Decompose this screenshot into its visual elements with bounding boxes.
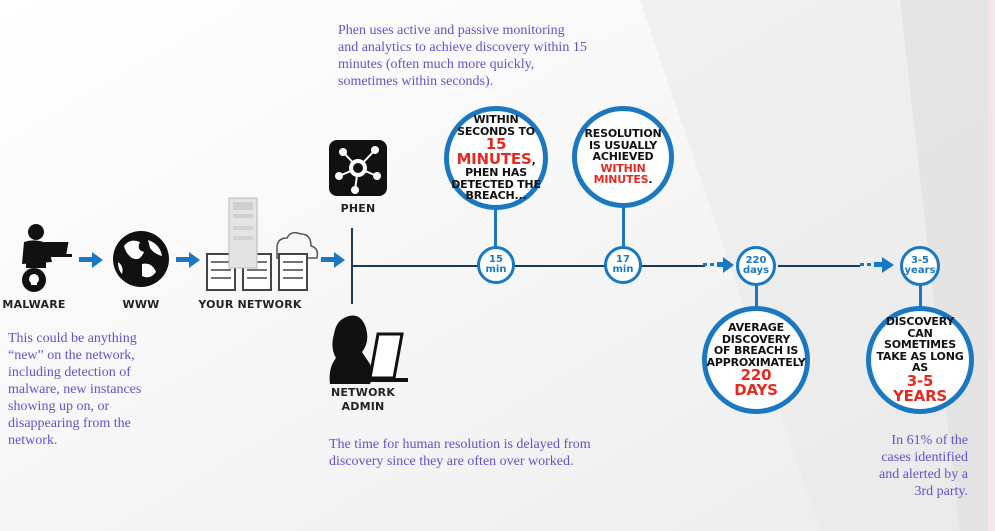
longest-line-1: DISCOVERY (885, 315, 955, 329)
resolution-dot: . (648, 173, 653, 187)
third-party-note: In 61% of the cases identified and alert… (878, 433, 968, 499)
www-label: WWW (122, 298, 160, 311)
timeline-line (778, 265, 860, 267)
average-discovery-circle: AVERAGE DISCOVERY OF BREACH IS APPROXIMA… (702, 306, 810, 414)
malware-label: MALWARE (2, 298, 66, 311)
arrow-right-icon (860, 257, 894, 273)
detection-comma: , (531, 154, 536, 168)
longest-line-3: TAKE AS LONG AS (876, 349, 964, 375)
marker-15-num: 15 (489, 254, 503, 265)
longest-line-2: CAN SOMETIMES (884, 326, 956, 352)
network-admin-label-1: NETWORK (330, 386, 396, 399)
network-admin-icon (329, 315, 408, 384)
resolution-line-1: RESOLUTION (584, 127, 662, 141)
detection-line-1: WITHIN (473, 113, 519, 127)
average-highlight-1: 220 (740, 366, 772, 384)
detection-line-5: BREACH... (465, 189, 527, 203)
connector (622, 198, 625, 248)
average-line-4: APPROXIMATELY (706, 355, 806, 369)
network-admin-label-2: ADMIN (341, 400, 385, 413)
server-network-icon (206, 197, 319, 291)
your-network-label: YOUR NETWORK (198, 298, 302, 311)
left-note: This could be anything “new” on the netw… (8, 331, 142, 448)
arrow-right-icon (703, 257, 734, 273)
detection-line-4: DETECTED THE (451, 177, 541, 191)
marker-3-5-years: 3-5 years (900, 246, 940, 286)
resolution-line-2: IS USUALLY (588, 138, 658, 152)
marker-17-unit: min (612, 264, 634, 275)
marker-15-unit: min (485, 264, 507, 275)
longest-highlight-1: 3-5 (906, 371, 934, 390)
longest-highlight-2: YEARS (892, 386, 948, 405)
connector (494, 206, 497, 248)
hacker-laptop-icon (22, 224, 72, 292)
average-line-2: DISCOVERY (721, 332, 791, 346)
detection-circle: WITHIN SECONDS TO 15 MINUTES, PHEN HAS D… (444, 106, 548, 210)
longest-discovery-circle: DISCOVERY CAN SOMETIMES TAKE AS LONG AS … (866, 306, 974, 414)
average-highlight-2: DAYS (734, 381, 778, 399)
connector (919, 282, 922, 312)
marker-220-unit: days (742, 265, 770, 276)
detection-line-3: PHEN HAS (465, 166, 527, 180)
marker-35-num: 3-5 (910, 255, 930, 266)
intro-text: Phen uses active and passive monitoring … (338, 23, 587, 89)
connector (755, 282, 758, 312)
marker-35-unit: years (904, 265, 936, 276)
average-line-1: AVERAGE (728, 321, 784, 334)
resolution-highlight-2: MINUTES (593, 173, 649, 187)
timeline-line (352, 265, 705, 267)
average-line-3: OF BREACH IS (713, 344, 799, 357)
human-resolution-note: The time for human resolution is delayed… (329, 437, 591, 469)
marker-17-min: 17 min (604, 246, 642, 284)
resolution-line-3: ACHIEVED (592, 150, 654, 164)
detection-highlight: 15 MINUTES (456, 135, 532, 169)
resolution-highlight-1: WITHIN (600, 161, 646, 175)
globe-icon (113, 231, 169, 287)
phen-label: PHEN (340, 202, 376, 215)
marker-220-num: 220 (745, 255, 767, 266)
arrow-right-icon (321, 252, 345, 268)
detection-line-2: SECONDS TO (457, 124, 535, 138)
arrow-right-icon (79, 252, 103, 268)
marker-17-num: 17 (616, 254, 630, 265)
resolution-circle: RESOLUTION IS USUALLY ACHIEVED WITHIN MI… (572, 106, 674, 208)
arrow-right-icon (176, 252, 200, 268)
marker-15-min: 15 min (477, 246, 515, 284)
phen-logo-icon (329, 140, 387, 196)
marker-220-days: 220 days (736, 246, 776, 286)
